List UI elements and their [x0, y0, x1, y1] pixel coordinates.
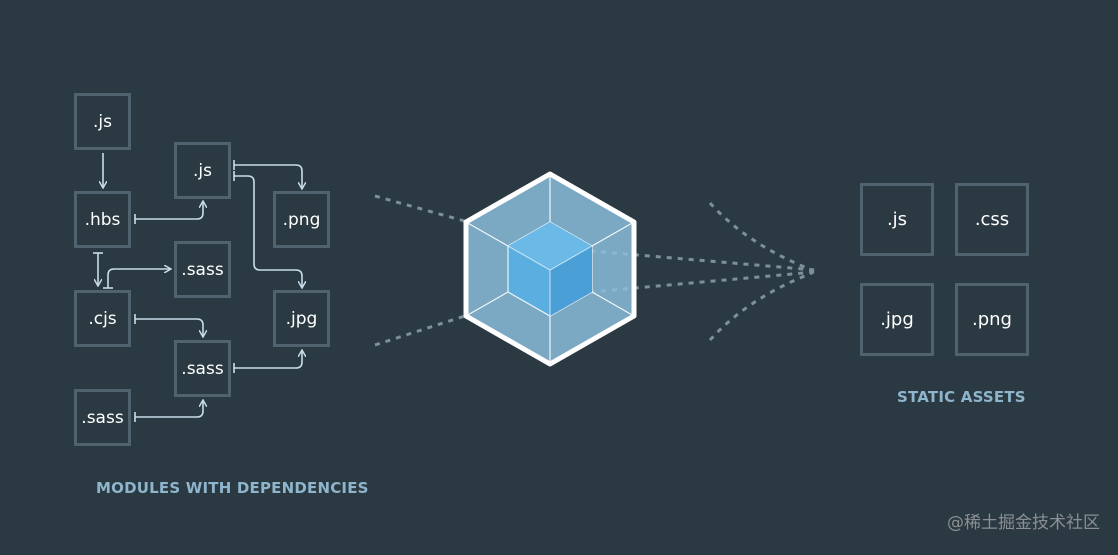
module-cjs: .cjs	[74, 290, 131, 347]
module-sass-bottom: .sass	[74, 389, 131, 446]
inbound-dotted-lines	[374, 194, 469, 347]
arrow-js-to-jpg	[234, 175, 302, 287]
module-label: .sass	[181, 259, 224, 280]
module-jpg: .jpg	[273, 290, 330, 347]
modules-caption: MODULES WITH DEPENDENCIES	[96, 479, 369, 497]
arrow-sass-to-jpg	[234, 351, 302, 369]
arrow-tails	[93, 160, 235, 422]
assets-caption: STATIC ASSETS	[897, 388, 1026, 406]
module-label: .sass	[181, 358, 224, 379]
asset-png: .png	[955, 283, 1029, 356]
module-label: .js	[93, 111, 112, 132]
module-label: .hbs	[84, 209, 121, 230]
arrow-hbs-to-js	[135, 202, 203, 220]
asset-jpg: .jpg	[860, 283, 934, 356]
asset-label: .css	[974, 209, 1010, 230]
module-label: .js	[193, 160, 212, 181]
module-label: .sass	[81, 407, 124, 428]
arrow-cjs-to-sass-mid	[135, 318, 203, 336]
asset-js: .js	[860, 183, 934, 256]
arrow-cjs-to-sass-top	[107, 269, 170, 288]
module-sass-top: .sass	[174, 241, 231, 298]
module-js-mid: .js	[174, 142, 231, 199]
arrow-js-to-png	[234, 164, 302, 188]
dependency-arrows	[98, 153, 302, 418]
asset-label: .js	[886, 209, 908, 230]
asset-label: .png	[972, 309, 1012, 330]
module-png: .png	[273, 191, 330, 248]
module-sass-mid: .sass	[174, 340, 231, 397]
module-label: .cjs	[88, 308, 117, 329]
module-label: .jpg	[285, 308, 318, 329]
module-js-top: .js	[74, 93, 131, 150]
webpack-cube-icon	[463, 171, 637, 367]
asset-label: .jpg	[880, 309, 914, 330]
module-label: .png	[282, 209, 321, 230]
asset-css: .css	[955, 183, 1029, 256]
watermark: @稀土掘金技术社区	[947, 513, 1100, 533]
arrow-sass-bottom-to-sass-mid	[135, 401, 203, 418]
module-hbs: .hbs	[74, 191, 131, 248]
